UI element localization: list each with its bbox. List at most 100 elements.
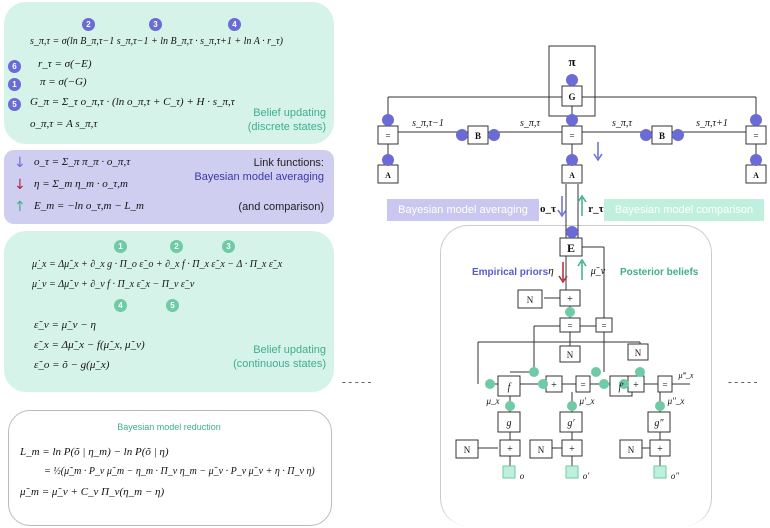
discrete-belief-panel: 2 3 4 s_π,τ = σ(ln B_π,τ−1 s_π,τ−1 + ln … xyxy=(4,2,334,144)
down-arrow-red-icon: ↓ xyxy=(14,177,26,193)
up-arrow-teal-icon: ↑ xyxy=(14,199,26,215)
pi-label: π xyxy=(568,54,575,69)
eq-box-2 xyxy=(657,375,673,393)
E-label: E xyxy=(567,241,575,255)
eq-label-mid: = xyxy=(567,321,572,331)
label-link-title: Link functions: xyxy=(253,157,324,169)
dashes-left: - - - - - xyxy=(342,376,372,388)
node-badge-c2-b xyxy=(599,379,609,389)
node-badge-6 xyxy=(566,226,578,238)
dashes-right: - - - - - xyxy=(728,376,758,388)
N-label-right: N xyxy=(635,348,642,358)
plus-label-b3: + xyxy=(657,444,663,455)
o-label: o xyxy=(520,471,525,481)
label-link-note: (and comparison) xyxy=(238,201,324,213)
eq-eps-v: ε̃_v = μ̃_v − η xyxy=(34,319,96,331)
f-box xyxy=(497,375,521,397)
eq-r-update: r_τ = σ(−E) xyxy=(38,58,92,70)
o-p-label: o′ xyxy=(583,471,591,481)
eq-box-mid-right xyxy=(595,317,613,333)
f-prime-label: f′ xyxy=(619,382,625,393)
node-badge-2-right xyxy=(672,129,684,141)
eq-box-mid xyxy=(559,317,581,333)
N-box-b2 xyxy=(529,439,553,459)
eq-label-left: = xyxy=(385,131,390,141)
plus-label-2: + xyxy=(633,380,639,391)
g-double-label: g″ xyxy=(654,418,664,429)
down-arrow-purple-icon: ↓ xyxy=(14,155,26,171)
obs-square-3 xyxy=(653,465,667,479)
eq-G-update: G_π = Σ_τ o_π,τ · (ln o_π,τ + C_τ) + H ·… xyxy=(30,96,235,108)
node-badge-4-left xyxy=(382,154,394,166)
G-label: G xyxy=(568,92,575,102)
f-label: f xyxy=(508,382,512,393)
continuous-belief-panel: 1 2 3 μ̇_x = Δμ̃_x + ∂_x g · Π_o ε̃_o + … xyxy=(4,231,334,392)
node-badge-c3-b xyxy=(619,379,629,389)
badge-c2: 2 xyxy=(170,240,183,253)
s-next-label: s_π,τ+1 xyxy=(696,118,728,129)
empirical-priors-label: Empirical priors xyxy=(472,267,549,278)
node-badge-5-right xyxy=(750,114,762,126)
model-reduction-panel xyxy=(8,410,332,526)
badge-c4: 4 xyxy=(114,299,127,312)
mu-x-pp-label: μ″_x xyxy=(667,396,685,406)
node-badge-4-center xyxy=(566,154,578,166)
node-badge-c4-c xyxy=(635,367,645,377)
eq-o-update: o_π,τ = A s_π,τ xyxy=(30,118,98,130)
badge-c3: 3 xyxy=(222,240,235,253)
node-badge-3-right xyxy=(640,129,652,141)
r-tau-label: r_τ xyxy=(588,203,603,215)
eq-label-center: = xyxy=(569,131,574,141)
N-label-top: N xyxy=(527,295,534,305)
obs-square-2 xyxy=(565,465,579,479)
node-badge-c1-a xyxy=(505,401,515,411)
eq-o-average: o_τ = Σ_π π_π · o_π,τ xyxy=(34,156,131,168)
node-badge-c5-top xyxy=(565,307,575,317)
label-link-sub: Bayesian model averaging xyxy=(194,171,324,183)
bma-banner: Bayesian model averaging xyxy=(387,199,539,221)
eq-label-right: = xyxy=(753,131,758,141)
node-badge-c1-c xyxy=(655,401,665,411)
node-badge-1-top xyxy=(566,74,578,86)
eq-E-update: E_m = −ln o_τ,m − L_m xyxy=(34,200,144,212)
mu-x-p-label: μ′_x xyxy=(579,396,595,406)
E-box xyxy=(559,237,583,257)
eq-mu-x-dot: μ̇_x = Δμ̃_x + ∂_x g · Π_o ε̃_o + ∂_x f … xyxy=(32,259,283,270)
N-label-b2: N xyxy=(538,445,545,455)
mu-x-ppp-label: μ‴_x xyxy=(678,371,694,380)
plus-label-b2: + xyxy=(569,444,575,455)
g-prime-box xyxy=(559,411,583,433)
eq-eps-o: ε̃_o = õ − g(μ̃_x) xyxy=(34,359,110,371)
o-tau-label: o_τ xyxy=(540,203,556,215)
badge-3: 3 xyxy=(149,18,162,31)
g-prime-label: g′ xyxy=(567,418,575,429)
eq-label-mid-right: = xyxy=(601,321,606,331)
plus-label-1: + xyxy=(551,380,557,391)
N-box-top xyxy=(517,289,543,309)
node-badge-c3-a xyxy=(538,379,548,389)
A-label-center: A xyxy=(569,171,575,180)
link-functions-panel: ↓ o_τ = Σ_π π_π · o_π,τ ↓ η = Σ_m η_m · … xyxy=(4,150,334,224)
s-cur-label-2: s_π,τ xyxy=(612,118,632,129)
eta-label: η xyxy=(548,265,553,277)
badge-1: 1 xyxy=(8,78,21,91)
N-label-b3: N xyxy=(628,445,635,455)
eq-L-m: L_m = ln P(õ | η_m) − ln P(õ | η) xyxy=(20,446,169,458)
badge-6: 6 xyxy=(8,60,21,73)
eq-eta-average: η = Σ_m η_m · o_τ,m xyxy=(34,178,128,190)
badge-2: 2 xyxy=(82,18,95,31)
node-badge-c2-a xyxy=(485,379,495,389)
bmc-banner: Bayesian model comparison xyxy=(604,199,764,221)
node-badge-2-left xyxy=(488,129,500,141)
B-label-right: B xyxy=(659,131,665,141)
N-box-b3 xyxy=(619,439,643,459)
N-box-mid xyxy=(559,345,581,363)
mu-v-label: μ̃_v xyxy=(590,266,606,277)
eq-label-1: = xyxy=(580,380,585,390)
g-double-box xyxy=(647,411,671,433)
node-badge-c4-b xyxy=(591,367,601,377)
badge-4: 4 xyxy=(228,18,241,31)
s-cur-label: s_π,τ xyxy=(520,118,540,129)
eq-mu-v-dot: μ̇_v = Δμ̃_v + ∂_v f · Π_x ε̃_x − Π_v ε̃… xyxy=(32,279,195,290)
reduction-title: Bayesian model reduction xyxy=(117,422,221,432)
